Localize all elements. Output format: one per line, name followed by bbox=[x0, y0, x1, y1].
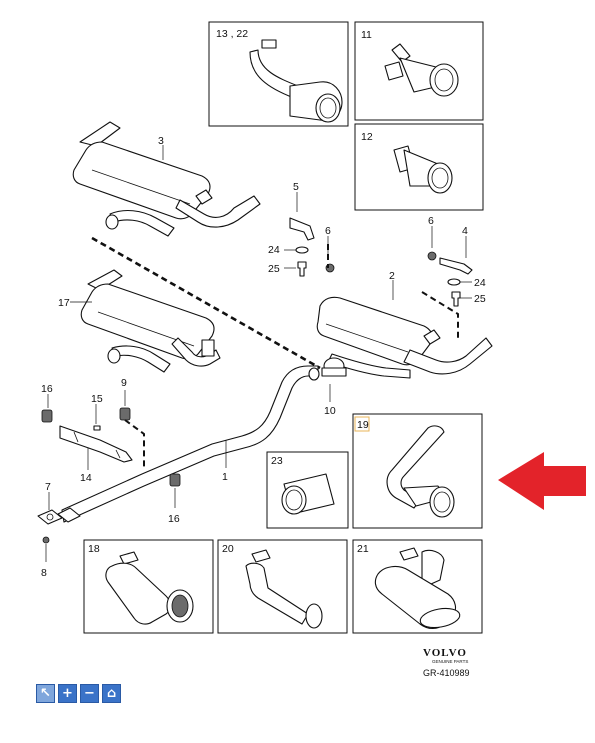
callout-1: 1 bbox=[222, 471, 228, 483]
clip-15[interactable] bbox=[93, 425, 101, 431]
washer-24a[interactable] bbox=[295, 246, 309, 254]
silencer-17[interactable] bbox=[80, 269, 221, 373]
brand-tagline: GENUINE PARTS bbox=[432, 659, 468, 664]
inset-12[interactable]: 12 bbox=[354, 123, 484, 211]
gasket-7[interactable] bbox=[37, 509, 63, 525]
callout-8: 8 bbox=[41, 567, 47, 579]
callout-14: 14 bbox=[80, 472, 92, 484]
callout-3: 3 bbox=[158, 135, 164, 147]
inset-20-label: 20 bbox=[222, 543, 234, 555]
rubber-hanger-6b[interactable] bbox=[427, 251, 437, 261]
inset-19-label: 19 bbox=[357, 419, 369, 431]
flange-7[interactable] bbox=[57, 507, 81, 523]
inset-23[interactable]: 23 bbox=[266, 451, 349, 529]
callout-15: 15 bbox=[91, 393, 103, 405]
select-icon[interactable]: ↖ bbox=[36, 684, 55, 703]
bolt-25b[interactable] bbox=[451, 291, 461, 307]
washer-24b[interactable] bbox=[447, 278, 461, 286]
callout-17: 17 bbox=[58, 297, 70, 309]
diagram-code: GR-410989 bbox=[423, 668, 470, 678]
callout-2: 2 bbox=[389, 270, 395, 282]
bolt-25a[interactable] bbox=[297, 261, 307, 277]
callout-24b: 24 bbox=[474, 277, 486, 289]
rubber-mount-16b[interactable] bbox=[169, 473, 181, 487]
plus-icon[interactable]: + bbox=[58, 684, 77, 703]
dashed-link-3-to-10 bbox=[91, 236, 321, 370]
inset-20[interactable]: 20 bbox=[217, 539, 348, 634]
callout-16b: 16 bbox=[168, 513, 180, 525]
callout-25b: 25 bbox=[474, 293, 486, 305]
callout-6b: 6 bbox=[428, 215, 434, 227]
clamp-10[interactable] bbox=[321, 357, 347, 377]
front-pipe-1[interactable] bbox=[61, 365, 320, 523]
rear-silencer-2[interactable] bbox=[316, 296, 493, 379]
inset-13-22-label: 13 , 22 bbox=[216, 28, 248, 40]
rubber-hanger-9[interactable] bbox=[119, 407, 131, 421]
home-icon[interactable]: ⌂ bbox=[102, 684, 121, 703]
inset-18[interactable]: 18 bbox=[83, 539, 214, 634]
rear-silencer-3[interactable] bbox=[72, 121, 261, 237]
callout-9: 9 bbox=[121, 377, 127, 389]
inset-19-selected-marker bbox=[354, 416, 370, 432]
inset-21[interactable]: 21 bbox=[352, 539, 483, 634]
heat-shield-bracket-14[interactable] bbox=[59, 425, 133, 463]
inset-11[interactable]: 11 bbox=[354, 21, 484, 121]
zoom-toolbar: ↖ + − ⌂ bbox=[36, 684, 121, 704]
callout-6a: 6 bbox=[325, 225, 331, 237]
inset-18-label: 18 bbox=[88, 543, 100, 555]
callout-7: 7 bbox=[45, 481, 51, 493]
hanger-bracket-5[interactable] bbox=[289, 217, 315, 241]
callout-16a: 16 bbox=[41, 383, 53, 395]
callout-10: 10 bbox=[324, 405, 336, 417]
callout-5: 5 bbox=[293, 181, 299, 193]
callout-4: 4 bbox=[462, 225, 468, 237]
hanger-bracket-4[interactable] bbox=[439, 257, 473, 275]
rubber-mount-16a[interactable] bbox=[41, 409, 53, 423]
callout-24a: 24 bbox=[268, 244, 280, 256]
inset-13-22[interactable]: 13 , 22 bbox=[208, 21, 349, 127]
minus-icon[interactable]: − bbox=[80, 684, 99, 703]
inset-21-label: 21 bbox=[357, 543, 369, 555]
callout-25a: 25 bbox=[268, 263, 280, 275]
highlight-arrow bbox=[498, 452, 586, 510]
inset-19[interactable]: 19 bbox=[352, 413, 483, 529]
brand-logo-text: VOLVO bbox=[423, 647, 467, 659]
inset-11-label: 11 bbox=[361, 29, 372, 41]
inset-12-label: 12 bbox=[361, 131, 373, 143]
inset-23-label: 23 bbox=[271, 455, 283, 467]
nut-8[interactable] bbox=[42, 536, 50, 544]
